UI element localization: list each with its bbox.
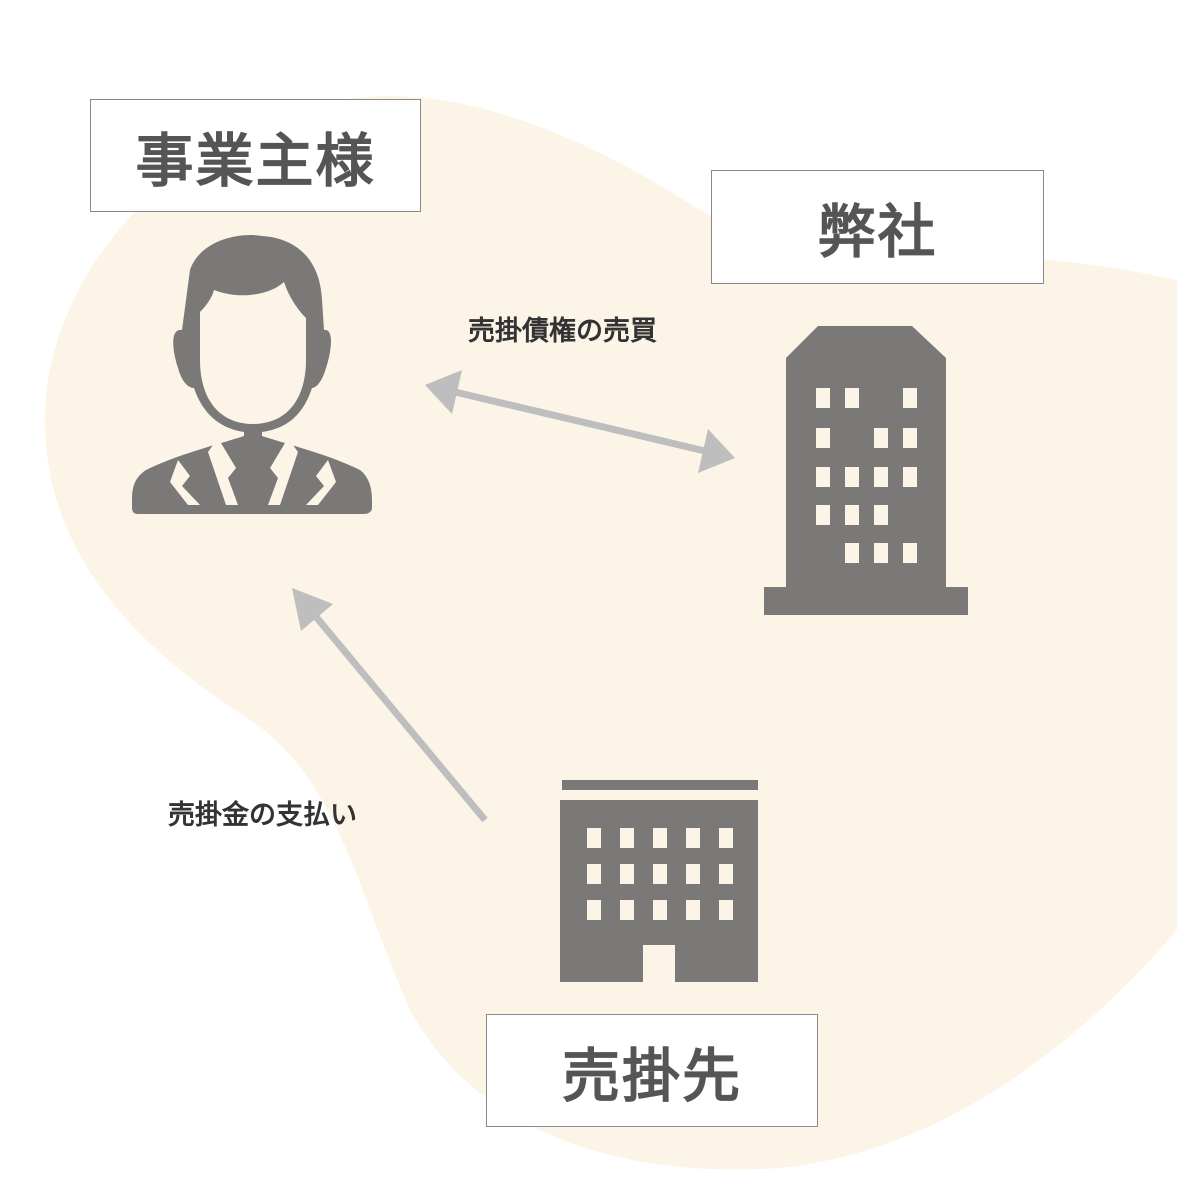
sale-edge-label: 売掛債権の売買 xyxy=(468,316,657,347)
company-node-label: 弊社 xyxy=(711,170,1044,284)
owner-node-label: 事業主様 xyxy=(90,99,421,212)
payment-edge-label: 売掛金の支払い xyxy=(168,800,357,831)
sale-arrow xyxy=(425,370,735,473)
businessman-icon xyxy=(132,235,372,514)
customer-building-icon xyxy=(560,780,758,982)
customer-node-label: 売掛先 xyxy=(486,1014,818,1127)
company-building-icon xyxy=(764,326,968,615)
payment-arrow xyxy=(292,588,488,823)
